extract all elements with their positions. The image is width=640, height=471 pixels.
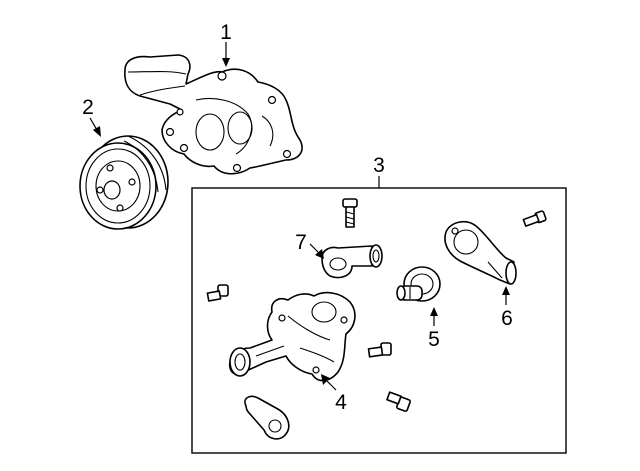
- callout-2-label: 2: [82, 96, 94, 119]
- pulley-part[interactable]: [79, 135, 169, 230]
- callout-1-arrowhead: [222, 58, 230, 67]
- callout-3-label: 3: [373, 154, 385, 177]
- water-pump-part[interactable]: [124, 54, 303, 175]
- bolt-lower[interactable]: [386, 391, 411, 412]
- callout-6-arrowhead: [502, 286, 510, 295]
- gasket-part[interactable]: [244, 395, 290, 440]
- callout-7-label: 7: [295, 231, 307, 254]
- thermostat-housing-part[interactable]: [444, 220, 517, 285]
- callout-1-label: 1: [220, 21, 232, 44]
- callout-5-arrowhead: [430, 307, 438, 316]
- bolt-top-center[interactable]: [342, 198, 358, 228]
- callout-2-leader: [89, 117, 98, 131]
- callout-7-arrowhead: [315, 249, 324, 259]
- bolt-left[interactable]: [206, 284, 229, 302]
- water-outlet-housing-part[interactable]: [228, 291, 356, 382]
- callout-2-arrowhead: [93, 126, 101, 137]
- callout-4-leader: [326, 380, 337, 391]
- callout-4-label: 4: [335, 391, 347, 414]
- outlet-pipe-part[interactable]: [321, 244, 383, 279]
- callout-5-label: 5: [428, 328, 440, 351]
- callout-4-arrowhead: [321, 374, 330, 385]
- callout-6-label: 6: [501, 307, 513, 330]
- callout-7-leader: [309, 243, 320, 254]
- thermostat-part[interactable]: [396, 266, 441, 302]
- bolt-top-right[interactable]: [522, 210, 547, 227]
- bolt-center[interactable]: [367, 342, 392, 358]
